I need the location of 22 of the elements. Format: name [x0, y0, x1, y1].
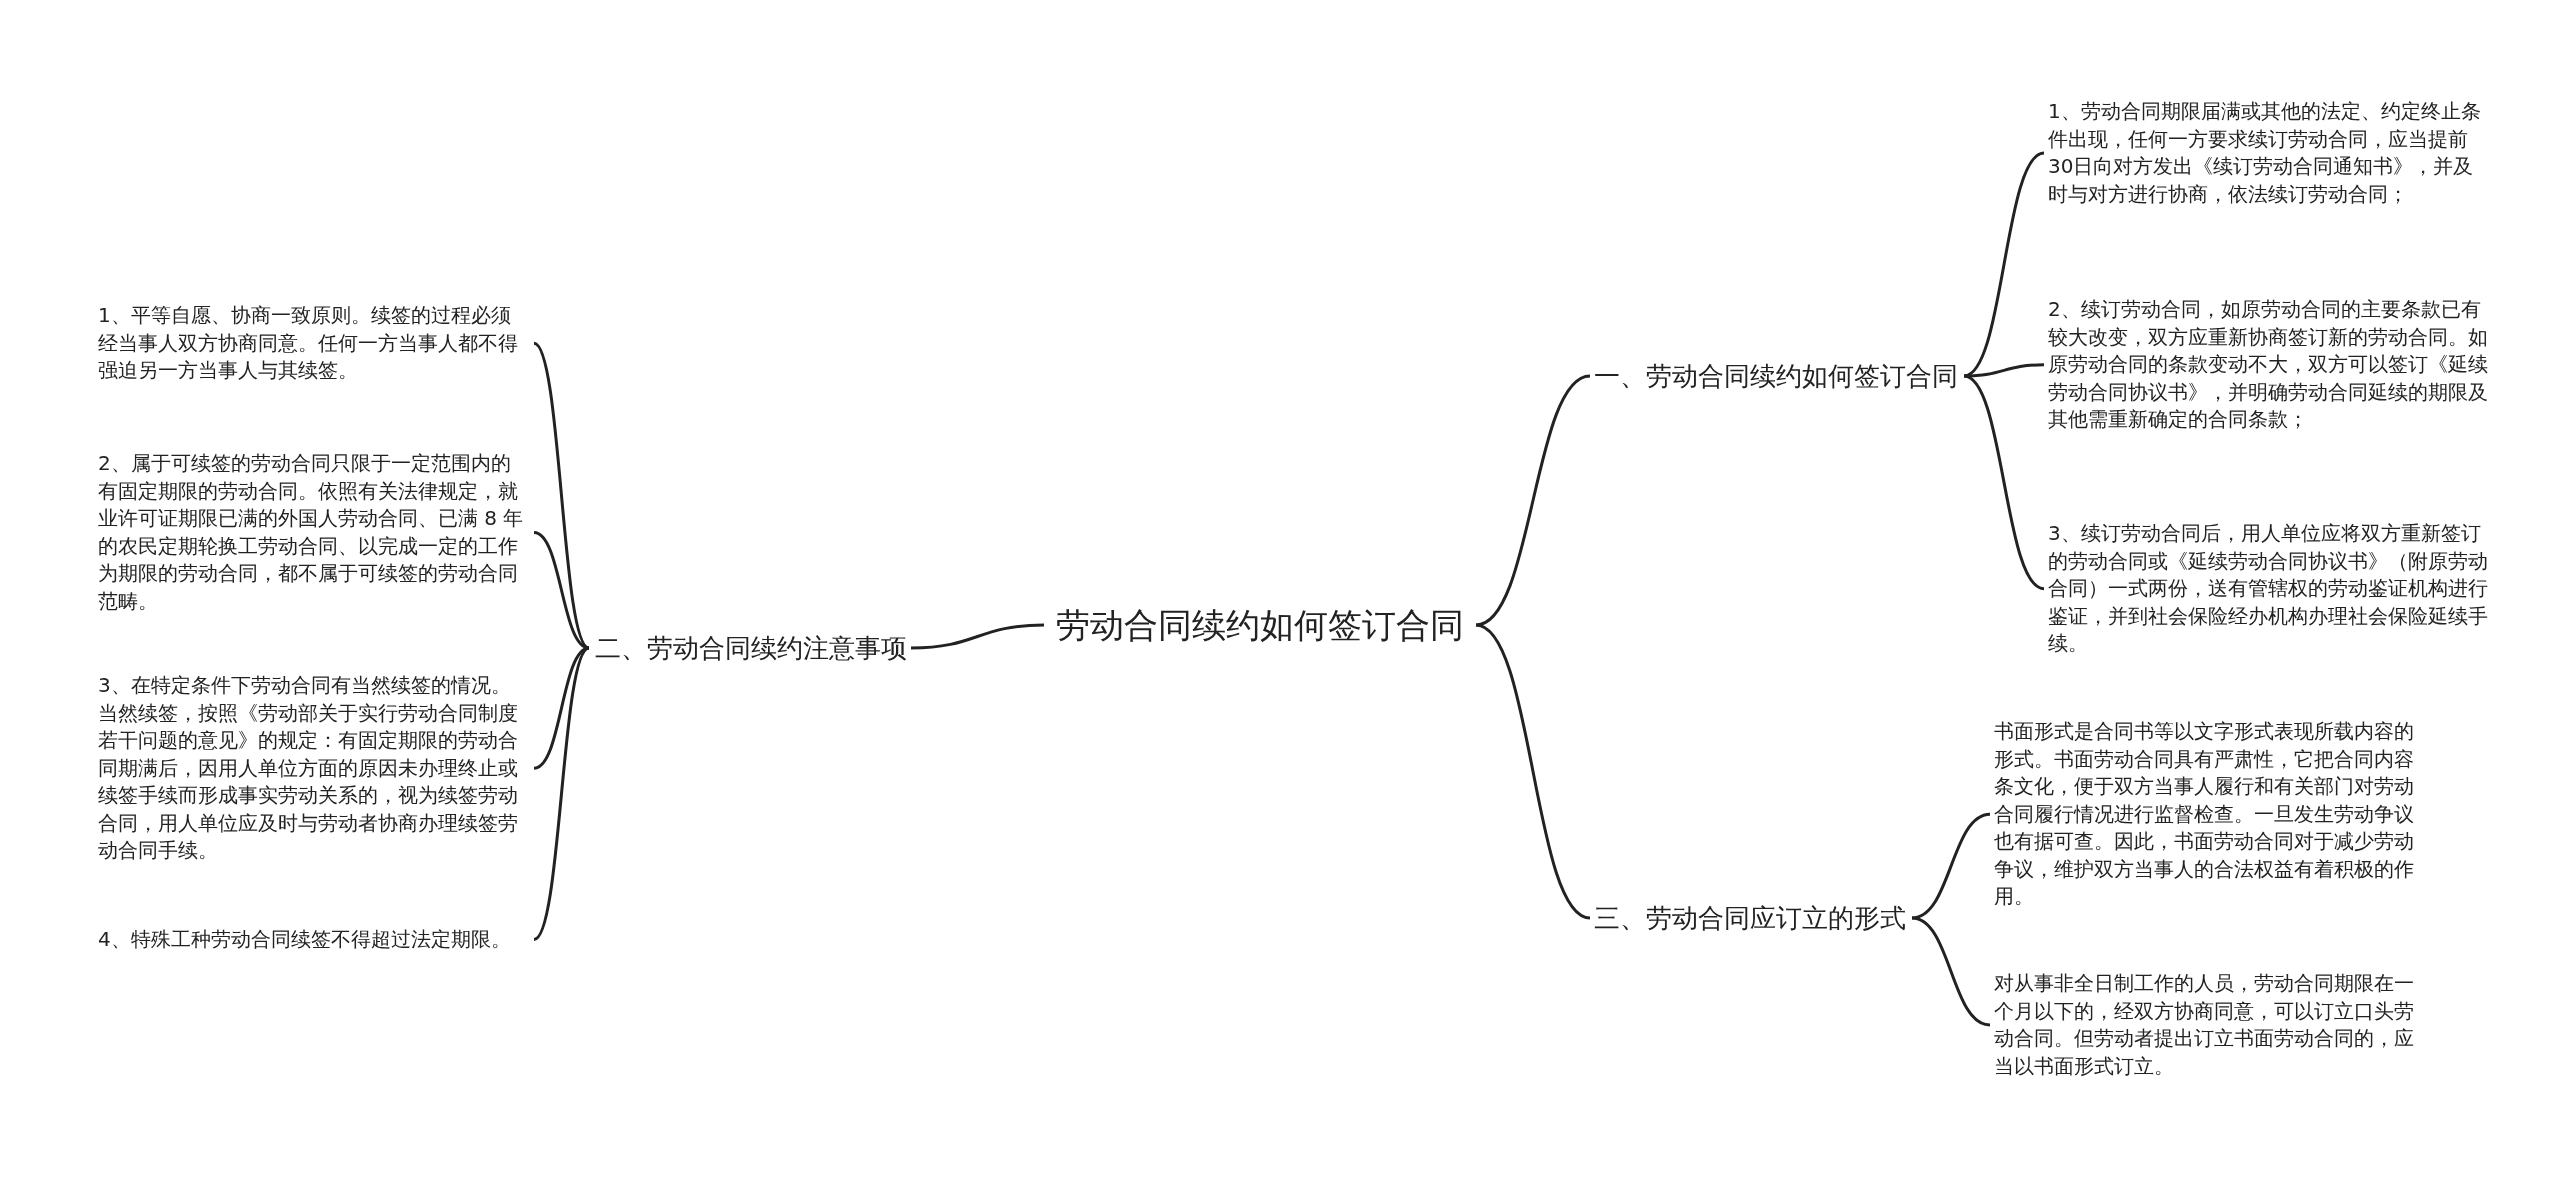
- branch-line: [533, 531, 590, 650]
- branch-line: [1963, 374, 2045, 591]
- note-text: 2、续订劳动合同，如原劳动合同的主要条款已有较大改变，双方应重新协商签订新的劳动合同。如原劳动合同的条款变动不大，双方可以签订《延续劳动合同协议书》，并明确劳动合同延续的期限及其他需重新确定的合同条款；: [2048, 296, 2488, 434]
- branch-line: [1475, 623, 1591, 920]
- note-text: 1、平等自愿、协商一致原则。续签的过程必须经当事人双方协商同意。任何一方当事人都不得强迫另一方当事人与其续签。: [98, 302, 530, 385]
- central-topic: 劳动合同续约如何签订合同: [1050, 602, 1470, 648]
- topic-text: 二、劳动合同续约注意事项: [595, 630, 907, 666]
- branch-line: [1911, 916, 1991, 1027]
- branch-line: [910, 623, 1045, 650]
- note-text: 3、在特定条件下劳动合同有当然续签的情况。当然续签，按照《劳动部关于实行劳动合同制度若干问题的意见》的规定：有固定期限的劳动合同期满后，因用人单位方面的原因未办理终止或续签手续而形成事实劳动关系的，视为续签劳动合同，用人单位应及时与劳动者协商办理续签劳动合同手续。: [98, 672, 530, 865]
- note-text: 3、续订劳动合同后，用人单位应将双方重新签订的劳动合同或《延续劳动合同协议书》（附原劳动合同）一式两份，送有管辖权的劳动鉴证机构进行鉴证，并到社会保险经办机构办理社会保险延续手续。: [2048, 520, 2488, 658]
- note-text: 对从事非全日制工作的人员，劳动合同期限在一个月以下的，经双方协商同意，可以订立口头劳动合同。但劳动者提出订立书面劳动合同的，应当以书面形式订立。: [1994, 970, 2426, 1080]
- note-text: 2、属于可续签的劳动合同只限于一定范围内的有固定期限的劳动合同。依照有关法律规定，就业许可证期限已满的外国人劳动合同、已满 8 年的农民定期轮换工劳动合同、以完成一定的工作为期限的劳动合同，都不属于可续签的劳动合同范畴。: [98, 450, 530, 615]
- topic-text: 三、劳动合同应订立的形式: [1594, 900, 1906, 936]
- topic-text: 一、劳动合同续约如何签订合同: [1594, 358, 1958, 394]
- branch-line: [533, 646, 590, 941]
- branch-line: [1475, 374, 1591, 627]
- note-text: 1、劳动合同期限届满或其他的法定、约定终止条件出现，任何一方要求续订劳动合同，应当提前30日向对方发出《续订劳动合同通知书》，并及时与对方进行协商，依法续订劳动合同；: [2048, 98, 2488, 208]
- note-text: 书面形式是合同书等以文字形式表现所载内容的形式。书面劳动合同具有严肃性，它把合同内容条文化，便于双方当事人履行和有关部门对劳动合同履行情况进行监督检查。一旦发生劳动争议也有据可查。因此，书面劳动合同对于减少劳动争议，维护双方当事人的合法权益有着积极的作用。: [1994, 718, 2426, 911]
- branch-line: [1911, 812, 1991, 920]
- branch-line: [1963, 363, 2045, 378]
- note-text: 4、特殊工种劳动合同续签不得超过法定期限。: [98, 926, 530, 954]
